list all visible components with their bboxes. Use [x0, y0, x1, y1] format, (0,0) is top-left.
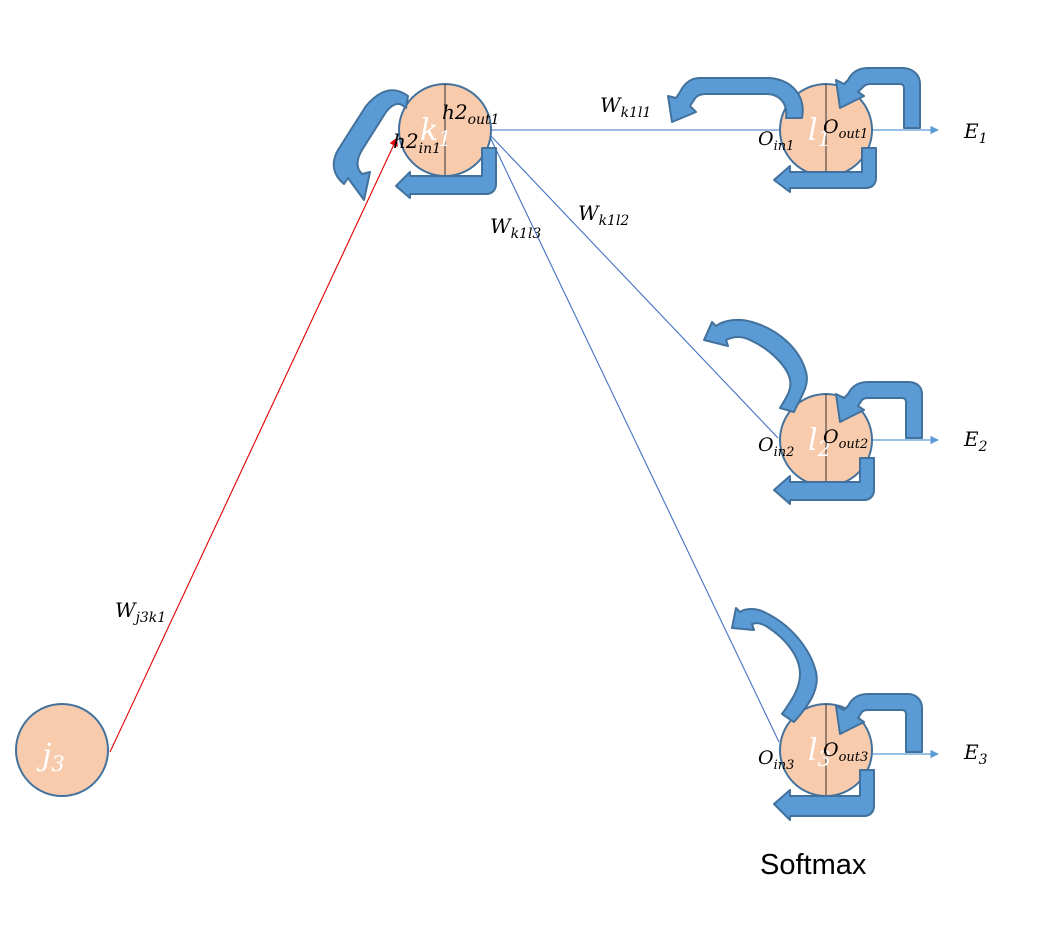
curl-arrow-l1-right [835, 67, 921, 129]
curl-arrow-l3-right [835, 693, 923, 753]
label-l3: l3 [808, 733, 831, 771]
curl-arrow-k1-bottom [395, 147, 497, 199]
label-k1: k1 [420, 113, 452, 151]
label-l1: l1 [808, 113, 831, 151]
weight-label-k1l1: Wk1l1 [600, 93, 651, 121]
curl-arrow-l2-bottom [773, 457, 875, 505]
curl-arrow-l1-bottom [773, 147, 877, 193]
term-o-out2: Oout2 [823, 426, 868, 452]
term-h2-in1: h2in1 [393, 129, 441, 157]
curl-arrow-k1-left [332, 89, 409, 201]
term-h2-out1: h2out1 [442, 100, 500, 128]
curl-arrow-l2-right [835, 381, 923, 439]
curl-arrow-l3-bottom [773, 769, 875, 821]
curl-arrow-l3-upper [731, 607, 818, 723]
error-label-e2: E2 [963, 427, 988, 455]
neuron-j3 [15, 703, 109, 797]
error-label-e1: E1 [963, 119, 988, 147]
term-o-out1: Oout1 [823, 116, 868, 142]
weight-label-k1l2: Wk1l2 [578, 201, 629, 229]
weight-label-k1l3: Wk1l3 [490, 214, 541, 242]
label-l2: l2 [808, 423, 831, 461]
term-o-in3: Oin3 [758, 747, 794, 773]
term-o-out3: Oout3 [823, 739, 868, 765]
term-o-in2: Oin2 [758, 434, 794, 460]
edge-k1-l3 [489, 136, 780, 743]
curl-arrow-l1-left [667, 77, 804, 123]
term-o-in1: Oin1 [758, 128, 794, 154]
weight-label-j3k1: Wj3k1 [115, 598, 166, 626]
error-label-e3: E3 [963, 740, 988, 768]
backprop-curl-arrows [332, 67, 923, 821]
softmax-caption: Softmax [760, 849, 867, 881]
curl-arrow-l2-upper [703, 318, 808, 413]
edge-k1-l2 [489, 134, 779, 439]
edge-j3-k1 [109, 137, 398, 753]
